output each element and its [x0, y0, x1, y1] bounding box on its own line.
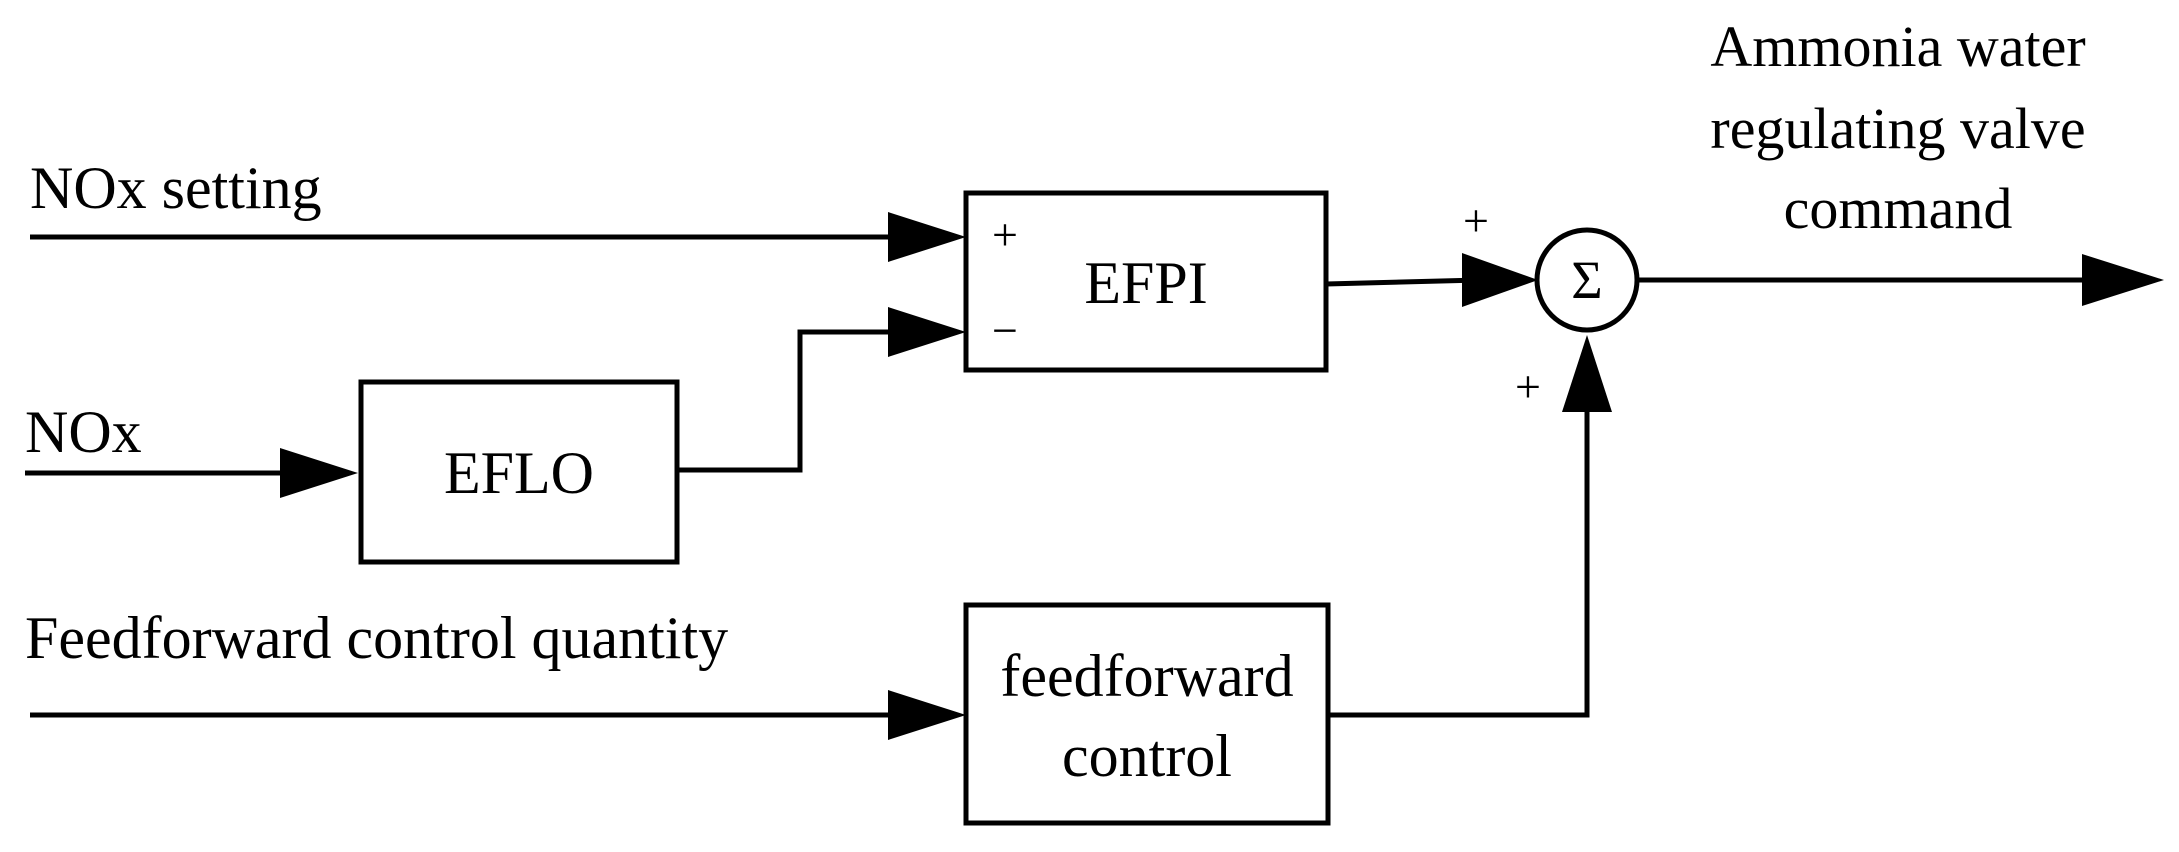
- summing-junction: [1534, 227, 1640, 333]
- label-nox: NOx: [25, 399, 142, 465]
- output-label-line3: command: [1784, 176, 2013, 241]
- wire-efpi-to-sum: [1325, 277, 1481, 287]
- block-feedforward-label-line1: feedforward: [1000, 643, 1293, 709]
- block-feedforward-control: [963, 602, 1331, 826]
- sum-bottom-sign: +: [1515, 361, 1541, 412]
- block-efpi-label: EFPI: [1084, 250, 1207, 316]
- arrow-nox-setting: [888, 212, 966, 262]
- arrow-feedforward-quantity: [888, 690, 966, 740]
- block-efpi: [963, 190, 1329, 373]
- arrow-efpi-to-sum: [1462, 253, 1538, 307]
- wire-eflo-to-efpi: [677, 329, 900, 473]
- output-label-line2: regulating valve: [1710, 96, 2085, 161]
- output-label-line1: Ammonia water: [1710, 14, 2085, 79]
- block-feedforward-label-line2: control: [1062, 723, 1232, 789]
- arrow-feedforward-to-sum: [1562, 335, 1612, 412]
- label-feedforward-quantity: Feedforward control quantity: [25, 605, 728, 671]
- block-eflo-label: EFLO: [444, 440, 594, 506]
- efpi-minus-sign: −: [992, 305, 1018, 356]
- efpi-plus-sign: +: [992, 209, 1018, 260]
- arrow-eflo-to-efpi: [888, 307, 966, 357]
- arrow-nox: [280, 448, 358, 498]
- block-eflo: [358, 379, 680, 565]
- label-nox-setting: NOx setting: [30, 155, 322, 221]
- wire-feedforward-to-sum: [1328, 390, 1590, 718]
- sum-top-sign: +: [1463, 195, 1489, 246]
- arrow-output: [2082, 254, 2164, 306]
- sum-symbol: Σ: [1571, 250, 1602, 310]
